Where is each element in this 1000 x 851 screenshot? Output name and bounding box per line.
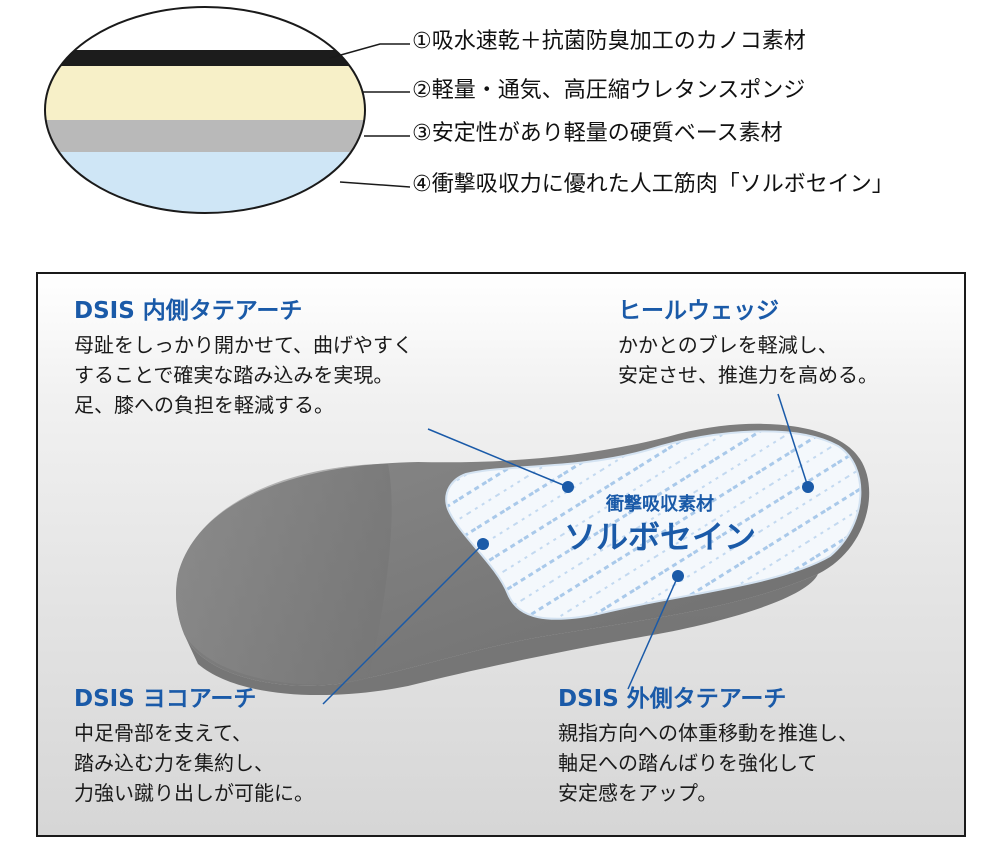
feature-inner-arch-line-2: することで確実な踏み込みを実現。 [74,363,394,387]
feature-inner-arch-title: DSIS 内側タテアーチ [74,298,303,324]
feature-outer-arch-line-3: 安定感をアップ。 [558,781,718,805]
feature-outer-arch-line-2: 軸足への踏んばりを強化して [558,751,818,775]
leader-line-4 [339,181,411,188]
feature-heel-wedge-line-2: 安定させ、推進力を高める。 [618,363,878,387]
dot-heel-wedge [802,481,814,493]
pointer-line-inner-arch [427,428,569,488]
leader-line-1 [329,43,410,59]
layer-label-1: ①吸水速乾＋抗菌防臭加工のカノコ素材 [412,29,806,54]
feature-heel-wedge-line-1: かかとのブレを軽減し、 [618,333,838,357]
dot-outer-arch [672,570,684,582]
layer-label-4: ④衝撃吸収力に優れた人工筋肉「ソルボセイン」 [412,172,894,197]
material-caption: 衝撃吸収素材 [605,493,714,514]
feature-inner-arch-line-1: 母趾をしっかり開かせて、曲げやすく [74,333,413,357]
material-name: ソルボセイン [564,519,756,555]
feature-heel-wedge: ヒールウェッジ かかとのブレを軽減し、 安定させ、推進力を高める。 [618,296,878,390]
dot-transverse-arch [477,538,489,550]
layer-cross-section [44,6,411,214]
feature-inner-arch-line-3: 足、膝への負担を軽減する。 [74,393,334,417]
layer-band-1-fabric [45,50,365,66]
layer-band-4 [45,152,365,213]
layer-band-2 [45,66,365,120]
dot-inner-arch [562,481,574,493]
insole-illustration: 衝撃吸収素材 ソルボセイン [176,393,870,705]
feature-outer-arch-title: DSIS 外側タテアーチ [558,686,787,712]
pointer-line-transverse-arch [322,543,484,705]
feature-transverse-arch-line-3: 力強い蹴り出しが可能に。 [74,781,314,805]
feature-heel-wedge-title: ヒールウェッジ [618,298,779,324]
feature-outer-arch: DSIS 外側タテアーチ 親指方向への体重移動を推進し、 軸足への踏んばりを強化… [558,684,858,808]
feature-outer-arch-line-1: 親指方向への体重移動を推進し、 [558,721,858,745]
feature-inner-arch: DSIS 内側タテアーチ 母趾をしっかり開かせて、曲げやすく することで確実な踏… [74,296,413,420]
forefoot-area [176,464,392,685]
cross-section-outline [44,6,366,214]
pointer-line-outer-arch [627,575,679,690]
layer-band-3 [45,120,365,152]
layer-label-2: ②軽量・通気、高圧縮ウレタンスポンジ [412,78,806,103]
insole-edge [184,574,818,696]
layer-label-3: ③安定性があり軽量の硬質ベース素材 [412,121,783,146]
pointer-line-heel-wedge [777,393,809,488]
sorbothane-insert [445,430,862,620]
feature-transverse-arch-title: DSIS ヨコアーチ [74,686,257,712]
feature-transverse-arch-line-2: 踏み込む力を集約し、 [74,751,274,775]
feature-transverse-arch: DSIS ヨコアーチ 中足骨部を支えて、 踏み込む力を集約し、 力強い蹴り出しが… [74,684,314,808]
feature-transverse-arch-line-1: 中足骨部を支えて、 [74,721,252,745]
feature-panel: 衝撃吸収素材 ソルボセイン DSIS 内側タテアーチ 母趾をしっかり開かせて、曲… [36,272,966,837]
